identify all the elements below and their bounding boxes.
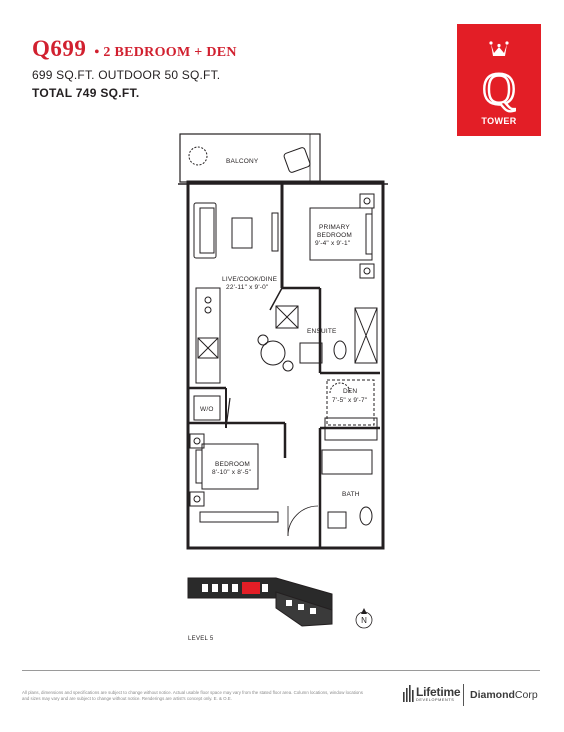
lifetime-sub: DEVELOPMENTS (416, 698, 455, 702)
unit-code: Q699 (32, 36, 87, 61)
diamond-bold: Diamond (470, 689, 515, 701)
brand-name: TOWER (481, 116, 517, 126)
bedroom-label: BEDROOM (215, 461, 250, 468)
logo-divider (463, 684, 464, 706)
bath-label: BATH (342, 491, 360, 498)
total-area: TOTAL 749 SQ.FT. (32, 86, 140, 100)
footer-divider (22, 670, 540, 671)
diamondcorp-logo: DiamondCorp (470, 689, 538, 701)
lifetime-bars-icon (403, 685, 414, 702)
live-cook-dine-label: LIVE/COOK/DINE (222, 276, 278, 283)
crown-q-icon: Q (481, 41, 517, 115)
lifetime-wordmark: Lifetime (416, 685, 461, 699)
diamond-rest: Corp (514, 689, 538, 701)
unit-title: Q699 • 2 BEDROOM + DEN (32, 36, 237, 62)
level-label: LEVEL 5 (188, 636, 214, 642)
unit-type: • 2 BEDROOM + DEN (94, 45, 237, 60)
q-tower-logo: Q TOWER (457, 24, 541, 136)
walk-out-closet-label: W/O (200, 406, 214, 413)
bedroom-dims: 8'-10" x 8'-5" (212, 469, 252, 476)
live-cook-dine-dims: 22'-11" x 9'-0" (226, 284, 269, 291)
key-plan: N (187, 577, 373, 629)
primary-bedroom-label-2: BEDROOM (317, 232, 352, 239)
area-summary: 699 SQ.FT. OUTDOOR 50 SQ.FT. (32, 68, 221, 82)
primary-bedroom-dims: 9'-4" x 9'-1" (315, 240, 351, 247)
den-dims: 7'-5" x 9'-7" (332, 397, 368, 404)
compass-label: N (361, 616, 367, 625)
disclaimer-text: All plans, dimensions and specifications… (22, 690, 363, 701)
ensuite-label: ENSUITE (307, 328, 337, 335)
brand-letter: Q (482, 63, 515, 114)
den-label: DEN (343, 388, 357, 395)
floor-plan: BALCONY PRIMARY BEDROOM 9'-4" x 9'-1" LI… (178, 133, 388, 550)
unit-location-marker (242, 582, 260, 594)
balcony-label: BALCONY (226, 158, 259, 165)
primary-bedroom-label: PRIMARY (319, 224, 350, 231)
